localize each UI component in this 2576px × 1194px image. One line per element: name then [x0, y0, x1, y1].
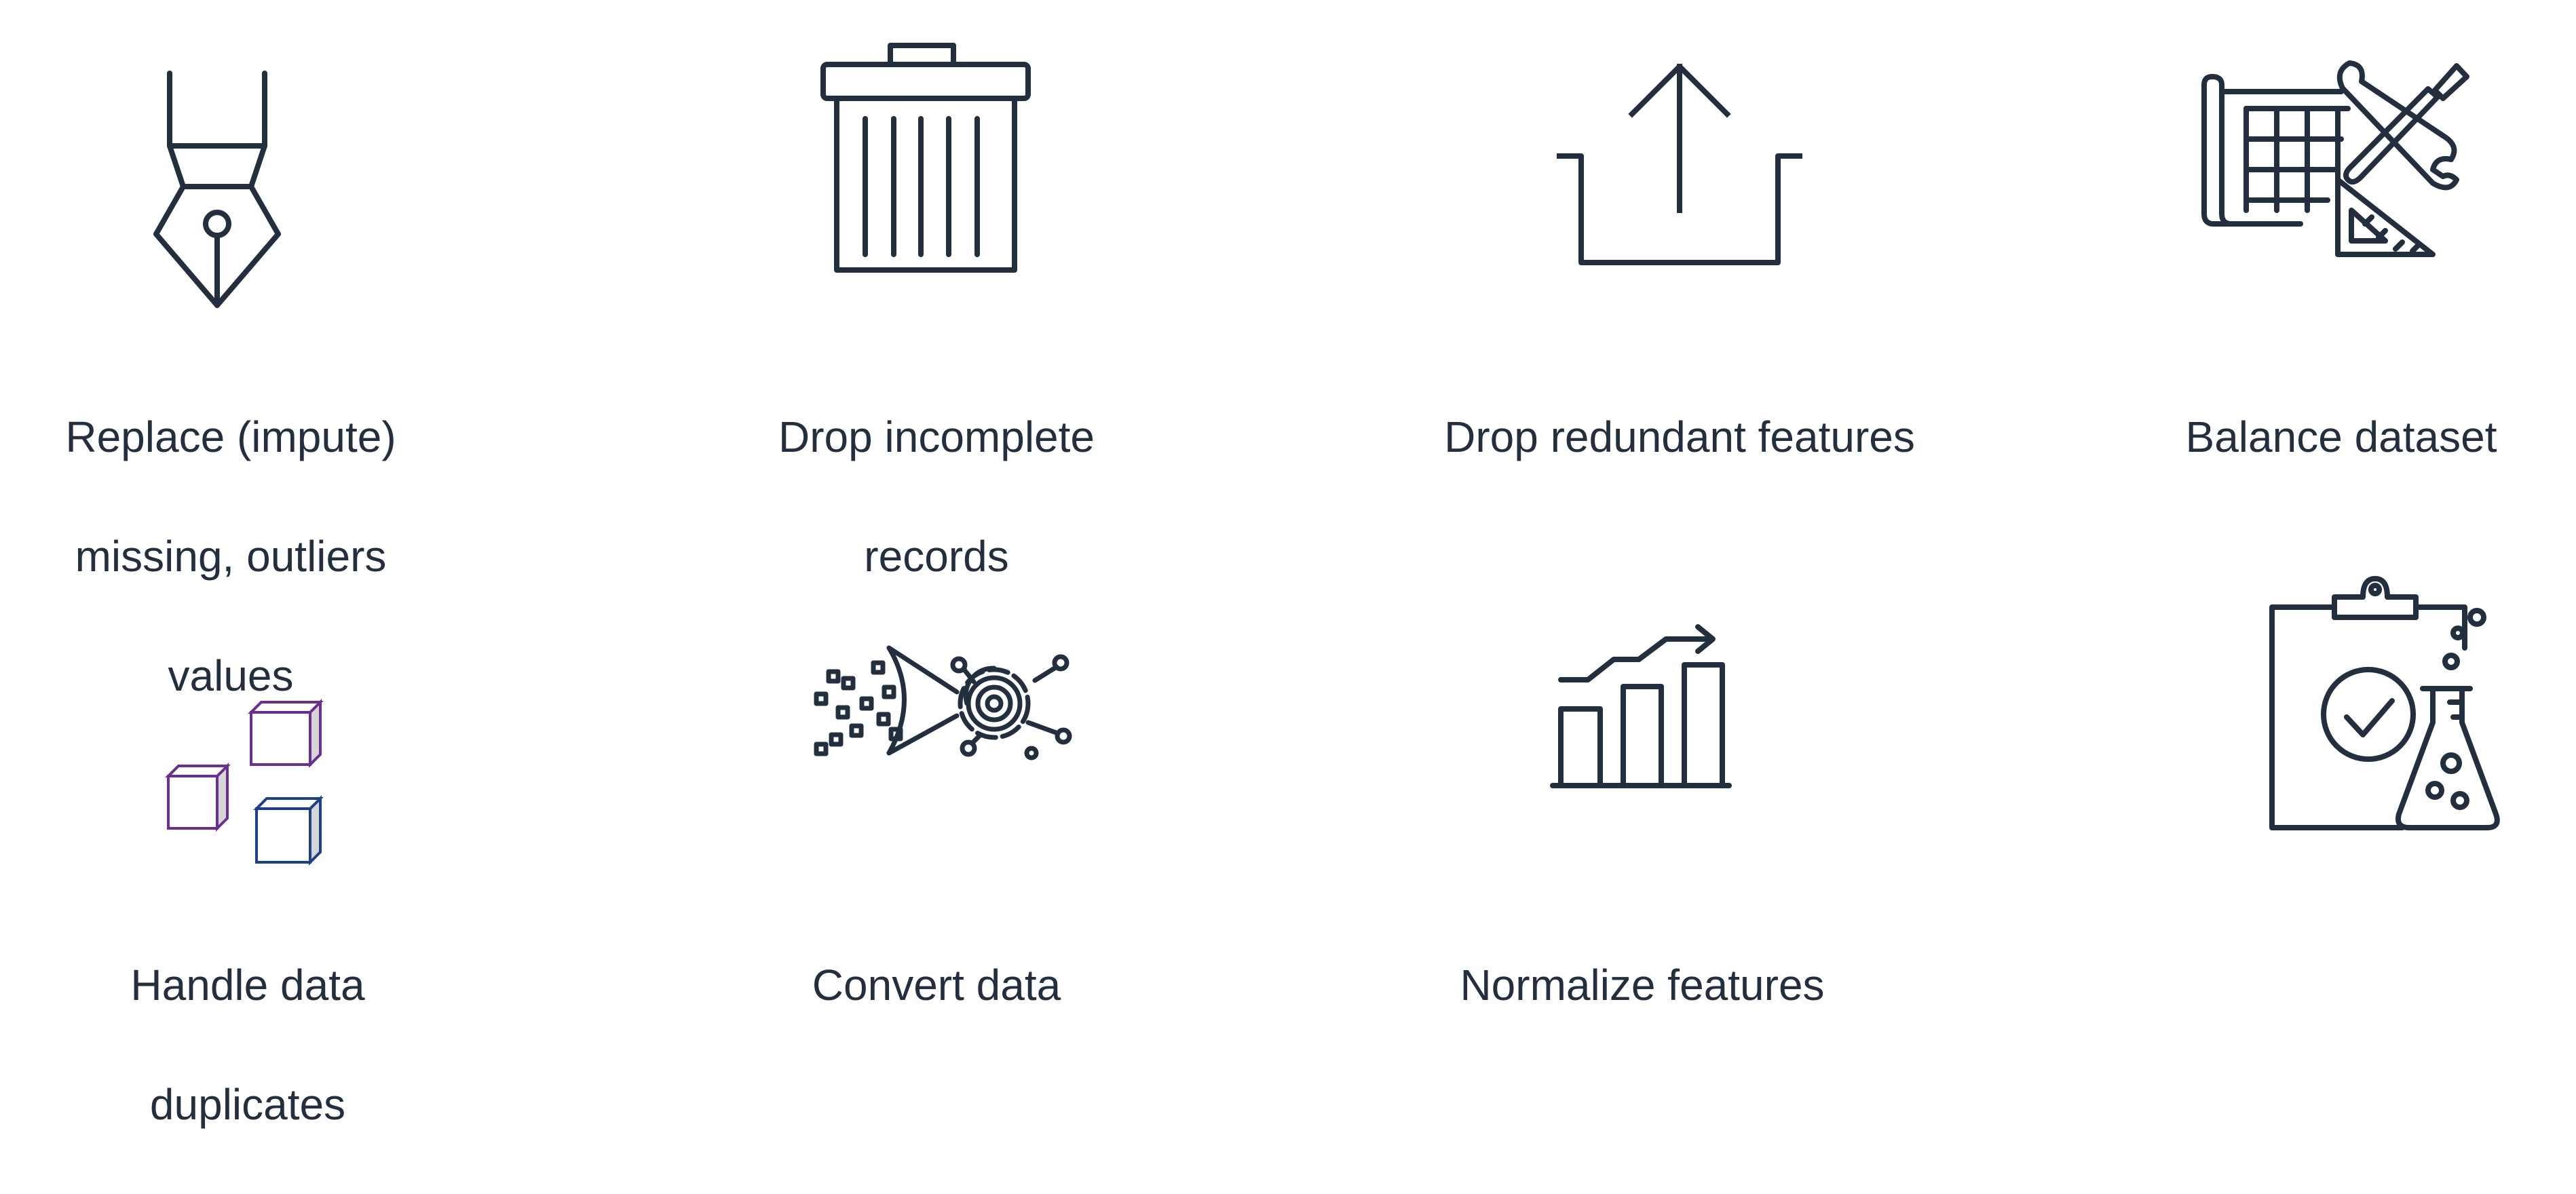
normalize-features-label: Normalize features	[1460, 961, 1825, 1009]
cubes-icon	[163, 692, 329, 868]
blueprint-tools-icon	[2199, 58, 2470, 261]
fountain-pen-icon	[149, 68, 285, 312]
drop-redundant-label: Drop redundant features	[1444, 412, 1915, 461]
handle-duplicates-label: Handle data duplicates	[130, 961, 365, 1129]
upload-tray-icon	[1554, 61, 1805, 268]
drop-incomplete-label: Drop incomplete records	[778, 412, 1095, 581]
trash-can-icon	[818, 37, 1035, 278]
balance-dataset-label: Balance dataset	[2185, 412, 2497, 461]
convert-data-label: Convert data	[812, 961, 1061, 1009]
funnel-fingerprint-icon	[811, 634, 1082, 767]
replace-impute-label: Replace (impute) missing, outliers value…	[65, 412, 396, 700]
clipboard-flask-icon	[2267, 566, 2524, 838]
bar-chart-trend-icon	[1547, 611, 1734, 794]
